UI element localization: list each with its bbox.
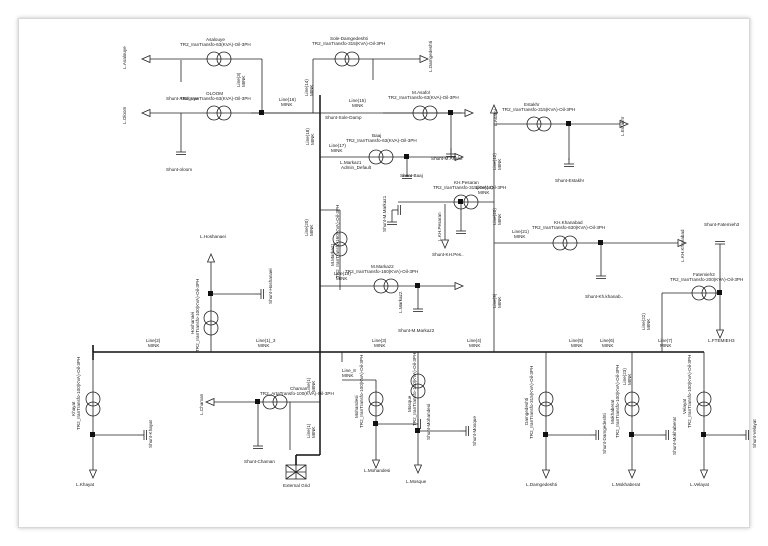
line-label: Line(14)MINK [304,79,314,96]
transformer-label-mokhaberat: MokhaberatTR2_IranTransfo-100(KVA)-Oil-3… [610,365,620,438]
shunt-label: Shunt-Fatemieh3 [704,222,740,227]
line-label: Line(23)MINK [622,368,632,385]
line-label: Line(13)MINK [476,185,493,195]
line-label: Line(3)MINK [236,72,246,87]
external-grid-label: External Grid [283,483,310,488]
load-label-mokhaberat: L.Mokhaberat [612,482,641,487]
shunt-label: Shunt-Asalouye [166,96,199,101]
line-label: Line(18)MINK [305,128,315,145]
shunt-label: Shunt-Baaj [400,173,423,178]
line-label: Line(21)MINK [512,229,529,239]
shunt-label: Shunt-Kh.khanab.. [585,294,623,299]
load-label-hoshanaei: L.Hoshanaei [200,234,226,239]
shunt-label: Shunt-Estakhr [555,178,585,183]
line-label: Line(17)MINK [329,143,346,153]
shunt-label: Shunt-Hoshanaei [268,269,273,305]
line-label: Line(19)MINK [334,271,351,281]
load-label-mohandesi: L.Mohandesi [364,468,390,473]
load-label-asalouye: L.Asalouye [122,46,127,69]
line-label: Line(5)MINK [569,338,584,348]
wiring [92,58,740,470]
transformer-label-damgedeshti: DamgedeshtiTR2_IranTransfo-315(KVA)-Oil-… [524,366,534,439]
load-label-velayat: L.Velayat [690,482,710,487]
load-label-khpesaran: L.KH.Pesaran [437,212,442,241]
line-label: Line(1)MINK [306,423,316,438]
line-label: Line(9)MINK [492,293,502,308]
shunts [137,145,749,449]
shunt-label: Shunt-oloom [166,167,192,172]
transformers [85,51,717,417]
shunt-label: Shunt-M.Markaz1 [382,195,387,232]
load-label-markaz2: L.Markaz2 [398,291,403,313]
shunt-label: Shunt-KH.Pes.. [432,252,464,257]
shunt-label: Shunt-Chaman [244,459,275,464]
line-label: Line(22)MINK [641,313,651,330]
node-dots [90,110,722,437]
line-label: Line(6)MINK [600,338,615,348]
line-label: Line(15)MINK [349,98,366,108]
line-label: Line(20)MINK [492,208,502,225]
transformer-label-markaz1: M.Markaz1TR2_IranTransfo-160(KVA)-Oil-3P… [330,205,340,278]
transformer-label-mosque: MosqueTR2_IranTransfo-100(KVA)-Oil-3PH [407,353,417,426]
line-label: Line(7)MINK [658,338,673,348]
line-label: Line(12)MINK [492,153,502,170]
line-label: Line(3)MINK [372,338,387,348]
external-grid-icon [285,464,307,480]
shunt-label: Shunt-Velayat [752,419,757,448]
load-label-mosque: L.Mosque [406,479,427,484]
line-label: Line(2)MINK [146,338,161,348]
line-label: Line(4)MINK [467,338,482,348]
load-label-khayat: L.Khayat [76,482,95,487]
line-label: Line(16)MINK [279,97,296,107]
shunt-label: Shunt-Mosque [472,416,477,446]
line-label: Line(20)MINK [304,219,314,236]
shunt-label: Shunt-M.Markaz2 [398,328,435,333]
load-label-oloom: L.Oloom [122,106,127,124]
load-label-fatemieh: L.FTEMIEH3 [708,338,735,343]
transformer-label-khayat: KhayatTR2_IranTransfo-100(KVA)-Oil-3PH [71,357,81,430]
transformer-label-velayat: VelayatTR2_IranTransfo-100(KVA)-Oil-3PH [682,355,692,428]
shunt-label: Shunt-Damgedeshti [602,413,607,454]
load-label-chaman: L.Chaman [199,393,204,415]
transformer-label-hoshanaei: HoshanaeiTR2_IranTransfo-100(KVA)-Oil-3P… [190,279,200,352]
transformer-label-mohandesi: MohandesiTR2_IranTransfo-100(KVA)-Oil-3P… [354,355,364,428]
load-label-khanabad: L.KH.Khanabad [680,229,685,262]
load-label-damgedeshti: L.Damgedeshti [526,482,557,487]
line-label: Line(1)MINK [306,377,316,392]
load-label-sole: L.Damgedeshti [428,41,433,72]
diagram-frame [18,18,750,528]
shunt-label: Shunt-Khayat [148,419,153,448]
load-label-estakhr: L.Estakhr [620,116,625,136]
shunt-label: Shunt-Mokhaberat [672,416,677,455]
shunt-label: Shunt-Sole-Damp [325,115,362,120]
shunt-label: Shunt-Mohandesi [426,404,431,440]
load-label-asafol: L.Asafol [493,109,498,126]
shunt-label: Shunt-M.Asafol [431,156,462,161]
